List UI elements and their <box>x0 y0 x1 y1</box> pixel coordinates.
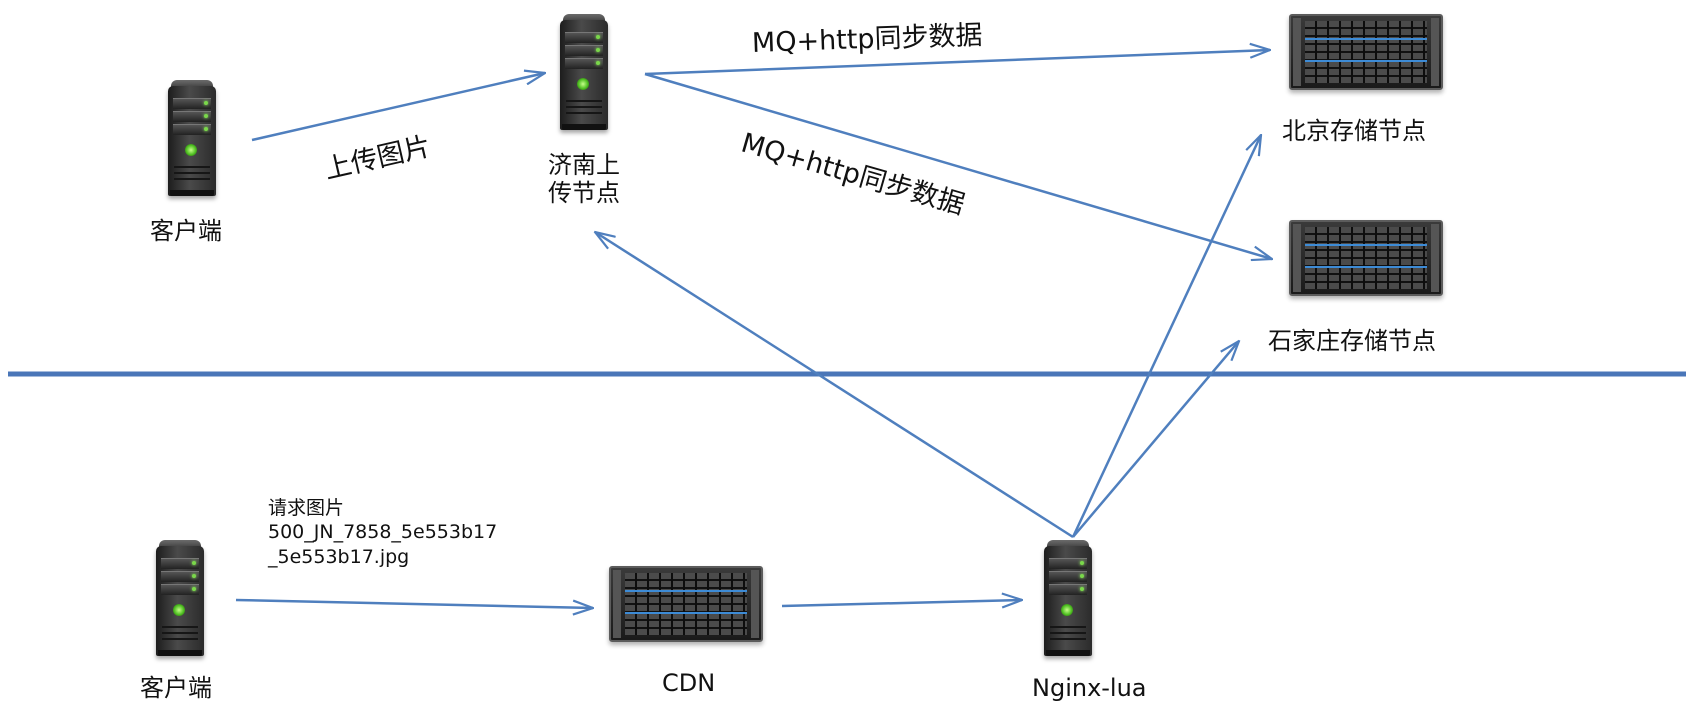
node-label-nginx-lua: Nginx-lua <box>1032 674 1147 702</box>
node-label-client-top: 客户端 <box>150 217 222 245</box>
arrow-nginx-to-jinan <box>595 232 1074 539</box>
node-label-jinan-line2: 传节点 <box>548 178 620 207</box>
node-label-cdn: CDN <box>662 669 716 697</box>
node-label-client-bottom: 客户端 <box>140 674 212 702</box>
arrow-jinan-to-beijing <box>644 50 1270 76</box>
request-note: 请求图片 500_JN_7858_5e553b17 _5e553b17.jpg <box>268 496 497 569</box>
tower-server-icon <box>560 14 608 130</box>
arrow-cdn-to-nginx <box>781 600 1022 606</box>
node-label-shijiazhuang-storage: 石家庄存储节点 <box>1268 327 1436 355</box>
arrow-client-to-jinan <box>251 73 545 142</box>
request-note-filename-part2: _5e553b17.jpg <box>268 545 410 568</box>
tower-server-icon <box>1044 540 1092 656</box>
node-label-jinan-upload: 济南上 传节点 <box>548 151 620 207</box>
request-note-title: 请求图片 <box>268 497 345 519</box>
node-label-beijing-storage: 北京存储节点 <box>1282 117 1426 145</box>
node-label-jinan-line1: 济南上 <box>548 151 620 179</box>
arrow-client-to-cdn <box>235 598 593 608</box>
rack-server-icon <box>1289 220 1443 296</box>
rack-server-icon <box>609 566 763 642</box>
arrow-nginx-to-shijiazhuang <box>1072 341 1239 538</box>
tower-server-icon <box>156 540 204 656</box>
rack-server-icon <box>1289 14 1443 90</box>
tower-server-icon <box>168 80 216 196</box>
arrow-jinan-to-shijiazhuang <box>644 72 1272 259</box>
arrow-nginx-to-beijing <box>1071 135 1261 538</box>
request-note-filename-part1: 500_JN_7858_5e553b17 <box>268 521 498 544</box>
